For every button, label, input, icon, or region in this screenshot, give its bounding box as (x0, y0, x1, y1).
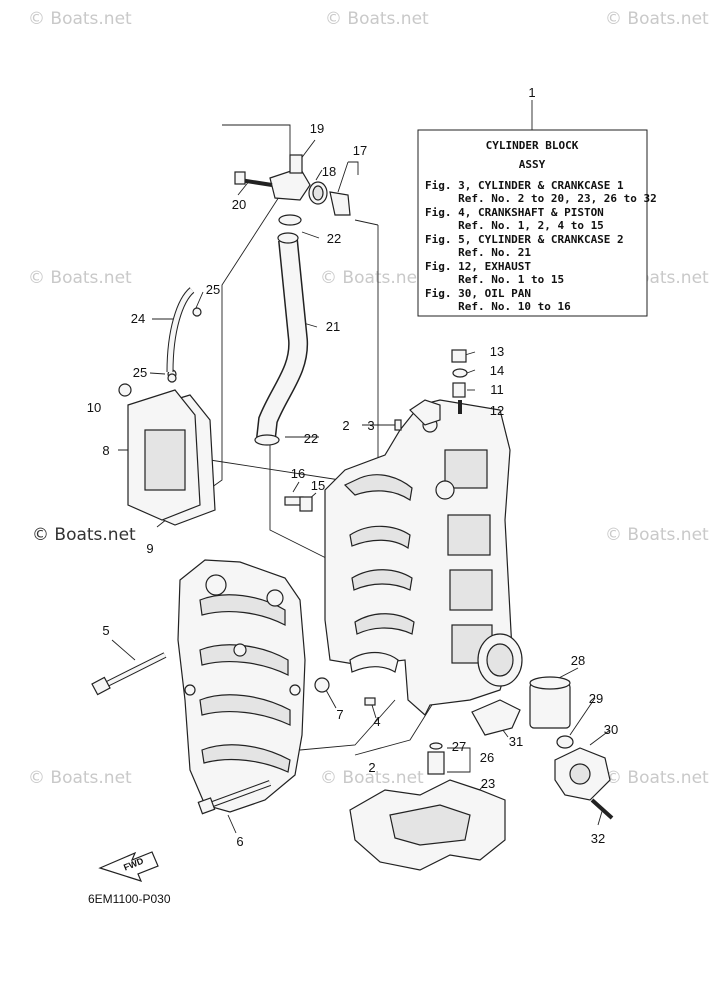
callout-10: 10 (87, 400, 101, 415)
callout-11: 11 (490, 382, 504, 397)
info-box-line: Ref. No. 10 to 16 (425, 300, 571, 313)
watermark: © Boats.net (605, 525, 709, 545)
callout-8: 8 (102, 443, 109, 458)
info-box-line: Ref. No. 1, 2, 4 to 15 (425, 219, 604, 232)
callout-31: 31 (509, 734, 523, 749)
callout-9: 9 (146, 541, 153, 556)
watermark: © Boats.net (28, 9, 132, 29)
info-box: CYLINDER BLOCK ASSY Fig. 3, CYLINDER & C… (417, 100, 657, 317)
pipe-21 (254, 214, 309, 446)
callout-23: 23 (481, 776, 495, 791)
callout-12: 12 (490, 403, 504, 418)
info-box-line: Fig. 30, OIL PAN (425, 287, 531, 300)
oil-filter (529, 676, 614, 820)
callout-3: 3 (367, 418, 374, 433)
info-box-line: Ref. No. 2 to 20, 23, 26 to 32 (425, 192, 657, 205)
callout-24: 24 (131, 311, 145, 326)
info-box-subtitle: ASSY (519, 158, 546, 171)
callout-7: 7 (336, 707, 343, 722)
watermark: © Boats.net (605, 9, 709, 29)
watermark: © Boats.net (320, 768, 424, 788)
callout-25: 25 (133, 365, 147, 380)
callout-25: 25 (206, 282, 220, 297)
small-parts (167, 307, 468, 706)
oil-pan-gasket (349, 779, 506, 871)
callout-5: 5 (102, 623, 109, 638)
diagram-code: 6EM1100-P030 (88, 892, 171, 906)
cylinder-block (324, 399, 523, 716)
callout-13: 13 (490, 344, 504, 359)
callout-32: 32 (591, 831, 605, 846)
exhaust-cover (118, 369, 216, 526)
callout-1: 1 (528, 85, 535, 100)
callout-22: 22 (327, 231, 341, 246)
info-box-line: Fig. 12, EXHAUST (425, 260, 531, 273)
callout-2: 2 (368, 760, 375, 775)
callout-20: 20 (232, 197, 246, 212)
callout-26: 26 (480, 750, 494, 765)
callout-6: 6 (236, 834, 243, 849)
watermark: © Boats.net (28, 268, 132, 288)
callout-layer: 1 2 2 3 4 5 6 7 8 9 10 11 12 13 14 15 16… (87, 85, 618, 849)
info-box-line: Fig. 5, CYLINDER & CRANKCASE 2 (425, 233, 624, 246)
callout-14: 14 (490, 363, 504, 378)
callout-19: 19 (310, 121, 324, 136)
callout-21: 21 (326, 319, 340, 334)
callout-16: 16 (291, 466, 305, 481)
callout-27: 27 (452, 739, 466, 754)
crankcase (177, 559, 306, 813)
callout-15: 15 (311, 478, 325, 493)
watermark: © Boats.net (28, 768, 132, 788)
watermark: © Boats.net (320, 268, 424, 288)
callout-29: 29 (589, 691, 603, 706)
callout-4: 4 (373, 714, 380, 729)
bolt-5 (91, 652, 167, 696)
oil-strainer (427, 699, 521, 775)
info-box-line: Ref. No. 21 (425, 246, 531, 259)
watermark: © Boats.net (325, 9, 429, 29)
callout-18: 18 (322, 164, 336, 179)
info-box-line: Fig. 4, CRANKSHAFT & PISTON (425, 206, 604, 219)
fwd-arrow: FWD (98, 851, 159, 882)
bolt-6 (197, 780, 272, 815)
info-box-line: Fig. 3, CYLINDER & CRANKCASE 1 (425, 179, 624, 192)
callout-30: 30 (604, 722, 618, 737)
info-box-line: Ref. No. 1 to 15 (425, 273, 564, 286)
info-box-title: CYLINDER BLOCK (486, 139, 579, 152)
watermark: © Boats.net (32, 525, 136, 545)
callout-2: 2 (342, 418, 349, 433)
watermark: © Boats.net (605, 768, 709, 788)
callout-22: 22 (304, 431, 318, 446)
thermostat-assembly (234, 154, 351, 216)
hose-24 (166, 287, 195, 373)
callout-28: 28 (571, 653, 585, 668)
callout-17: 17 (353, 143, 367, 158)
watermark-layer: © Boats.net © Boats.net © Boats.net © Bo… (28, 9, 709, 788)
